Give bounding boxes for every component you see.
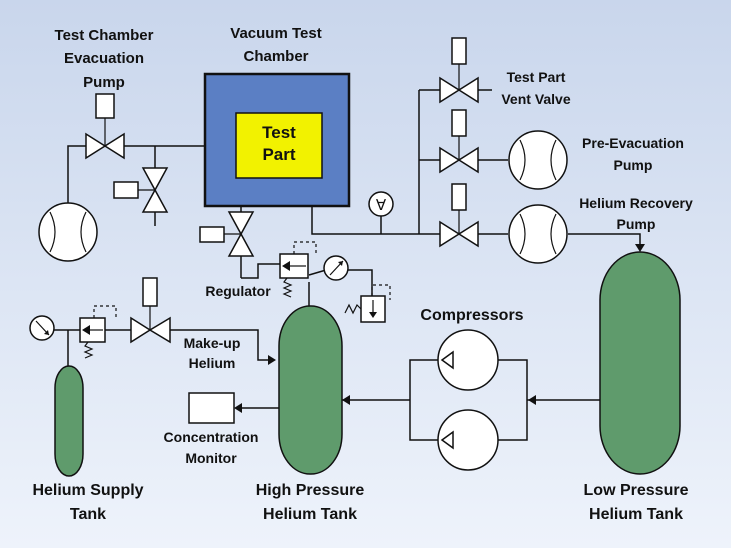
pre-evacuation-pump — [508, 130, 568, 190]
pressure-gauge-hp — [323, 255, 349, 281]
compressor-top — [437, 329, 499, 391]
actuator — [451, 37, 467, 65]
valve-evac-pump[interactable] — [85, 93, 125, 160]
arrowhead-lp-tank — [635, 244, 645, 252]
valve-helium-recovery[interactable] — [439, 183, 479, 248]
low-pressure-helium-tank — [599, 251, 681, 475]
label-evac-pump-3: Pump — [83, 74, 125, 91]
regulator-supply[interactable] — [79, 305, 117, 359]
label-evac-pump-1: Test Chamber — [55, 27, 154, 44]
label-vent-valve-2: Vent Valve — [501, 91, 570, 107]
label-evac-pump-2: Evacuation — [64, 50, 144, 67]
label-pre-evac-2: Pump — [614, 157, 653, 173]
valve-evac-branch[interactable] — [113, 167, 169, 213]
label-conc-monitor-1: Concentration — [164, 429, 259, 445]
actuator — [113, 181, 139, 199]
valve-test-part-vent[interactable] — [439, 37, 479, 104]
test-chamber-evacuation-pump — [38, 202, 98, 262]
label-recovery-1: Helium Recovery — [579, 195, 693, 211]
actuator — [199, 226, 225, 243]
arrowhead-to-compressors — [528, 395, 536, 405]
high-pressure-helium-tank — [278, 305, 343, 475]
label-regulator: Regulator — [205, 283, 271, 299]
relief-valve[interactable] — [344, 284, 391, 323]
pipe-makeup-helium — [170, 329, 270, 361]
regulator-main[interactable] — [279, 241, 317, 298]
label-hp-tank-2: Helium Tank — [263, 506, 357, 523]
pipe-regulator-in — [241, 263, 280, 279]
pipe-hp-gauge — [308, 269, 327, 276]
actuator — [95, 93, 115, 119]
pipe-recovery-to-lp-tank — [568, 233, 641, 248]
arrowhead-makeup — [268, 355, 276, 365]
label-makeup-2: Helium — [189, 355, 236, 371]
label-lp-tank-2: Helium Tank — [589, 506, 683, 523]
label-hp-tank-1: High Pressure — [256, 482, 365, 499]
label-supply-tank-2: Tank — [70, 506, 106, 523]
label-compressors: Compressors — [420, 307, 523, 324]
concentration-monitor — [188, 392, 235, 424]
test-part — [235, 112, 323, 179]
pipe-compressor-outlet-manifold — [497, 359, 528, 441]
label-supply-tank-1: Helium Supply — [32, 482, 143, 499]
label-test-part-1: Test — [262, 123, 296, 142]
compressor-bottom — [437, 409, 499, 471]
valve-pre-evacuation[interactable] — [439, 109, 479, 174]
pressure-gauge-supply — [29, 315, 55, 341]
label-chamber-2: Chamber — [243, 48, 308, 65]
label-recovery-2: Pump — [617, 216, 656, 232]
vacuum-gauge: ∀ — [368, 191, 394, 217]
label-conc-monitor-2: Monitor — [185, 450, 237, 466]
pipe-evac-pump-inlet — [67, 145, 86, 210]
helium-recovery-pump — [508, 204, 568, 264]
label-pre-evac-1: Pre-Evacuation — [582, 135, 684, 151]
vacuum-gauge-symbol: ∀ — [376, 197, 387, 214]
arrowhead-conc-monitor — [234, 403, 242, 413]
helium-supply-tank — [54, 365, 84, 477]
actuator — [451, 183, 467, 211]
label-test-part-2: Part — [262, 145, 295, 164]
actuator — [451, 109, 467, 137]
label-vent-valve-1: Test Part — [507, 69, 566, 85]
arrowhead-to-hp-tank — [342, 395, 350, 405]
label-chamber-1: Vacuum Test — [230, 25, 321, 42]
valve-helium-supply[interactable] — [130, 277, 171, 344]
actuator — [142, 277, 158, 307]
label-lp-tank-1: Low Pressure — [584, 482, 689, 499]
valve-test-part[interactable] — [199, 211, 255, 257]
label-makeup-1: Make-up — [184, 335, 241, 351]
